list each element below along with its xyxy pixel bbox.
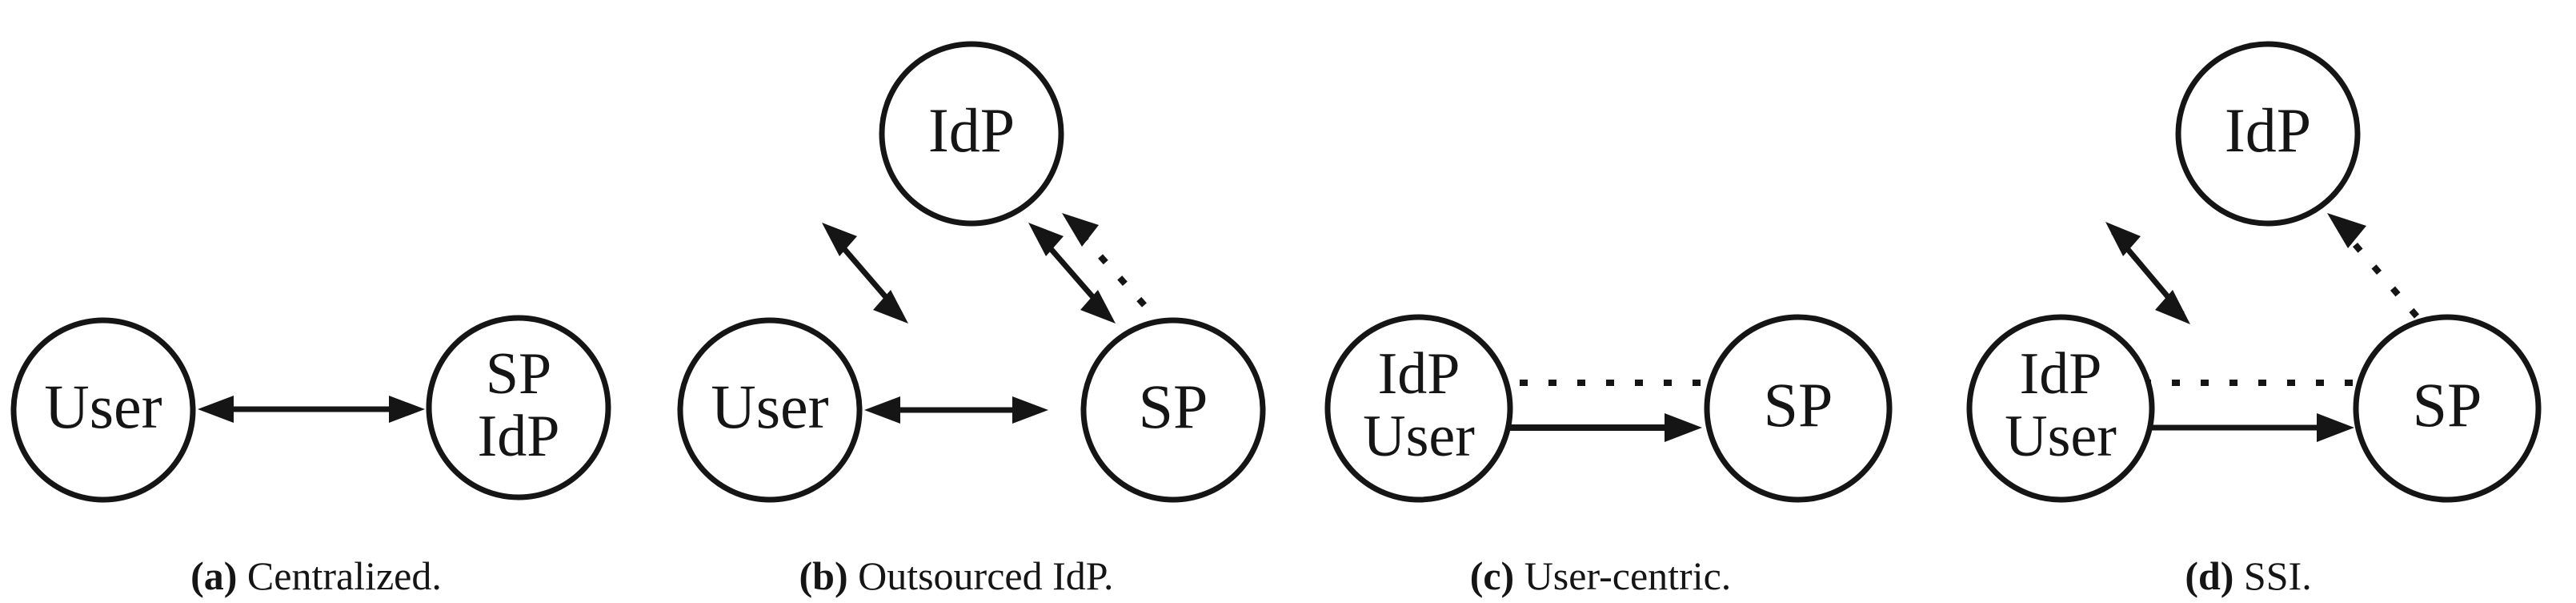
node-user[interactable]: User [10, 317, 196, 503]
node-idp-user-label-idp: IdP [2020, 341, 2102, 407]
panel-user-centric: IdP User SP (c) User-centric. [1280, 0, 1921, 603]
edge-user-spidp-solid [198, 396, 425, 423]
caption-panel-d: (d) SSI. [1921, 553, 2576, 598]
caption-text-a: Centralized. [246, 553, 442, 598]
node-idp-label: IdP [2225, 95, 2311, 165]
node-sp-label: SP [1139, 372, 1208, 441]
node-sp-label: SP [2413, 370, 2482, 440]
edge-sp-idp-dotted [2327, 213, 2420, 319]
edge-user-sp-solid [864, 396, 1048, 424]
panel-ssi: IdP IdP User SP (d) SSI. [1921, 0, 2576, 603]
node-sp-idp-label-sp: SP [486, 341, 551, 407]
node-user-label: User [711, 372, 828, 441]
edge-sp-idp-dotted [1062, 213, 1147, 308]
node-idp[interactable]: IdP [879, 41, 1064, 227]
panel-a-diagram: User SP IdP [10, 315, 611, 503]
caption-letter-c: (c) [1469, 553, 1515, 598]
node-sp-idp-label-idp: IdP [478, 404, 560, 469]
edge-sp-idp-solid [1028, 223, 1116, 324]
caption-text-b: Outsourced IdP. [858, 553, 1114, 598]
node-idp-user[interactable]: IdP User [1324, 314, 1513, 503]
node-idp-user-label-user: User [1363, 404, 1475, 469]
caption-letter-b: (b) [799, 553, 848, 598]
panel-c-diagram: IdP User SP [1324, 314, 1893, 503]
edge-idpuser-idp-solid [2105, 222, 2190, 324]
panel-centralized: User SP IdP (a) Centralized. [0, 0, 632, 603]
edge-user-idp-solid [822, 223, 908, 324]
node-idp[interactable]: IdP [2175, 41, 2361, 227]
caption-letter-a: (a) [190, 553, 238, 598]
node-user[interactable]: User [677, 317, 863, 503]
caption-panel-c: (c) User-centric. [1280, 553, 1921, 598]
node-user-label: User [44, 372, 162, 441]
caption-letter-d: (d) [2185, 553, 2234, 598]
node-idp-user-label-idp: IdP [1378, 341, 1460, 407]
node-idp-label: IdP [928, 95, 1015, 165]
caption-text-c: User-centric. [1524, 553, 1732, 598]
panel-b-diagram: IdP User SP [677, 41, 1266, 503]
caption-panel-b: (b) Outsourced IdP. [632, 553, 1280, 598]
node-idp-user[interactable]: IdP User [1966, 314, 2155, 503]
node-sp[interactable]: SP [2353, 314, 2542, 503]
node-sp[interactable]: SP [1704, 314, 1893, 503]
caption-panel-a: (a) Centralized. [0, 553, 632, 598]
node-idp-user-label-user: User [2005, 404, 2117, 469]
panel-outsourced-idp: IdP User SP (b) Outsourced IdP. [632, 0, 1280, 603]
node-sp-idp[interactable]: SP IdP [426, 315, 611, 500]
node-sp-label: SP [1764, 370, 1833, 440]
panel-d-diagram: IdP IdP User SP [1966, 41, 2542, 503]
caption-text-d: SSI. [2243, 553, 2312, 598]
node-sp[interactable]: SP [1080, 317, 1266, 503]
